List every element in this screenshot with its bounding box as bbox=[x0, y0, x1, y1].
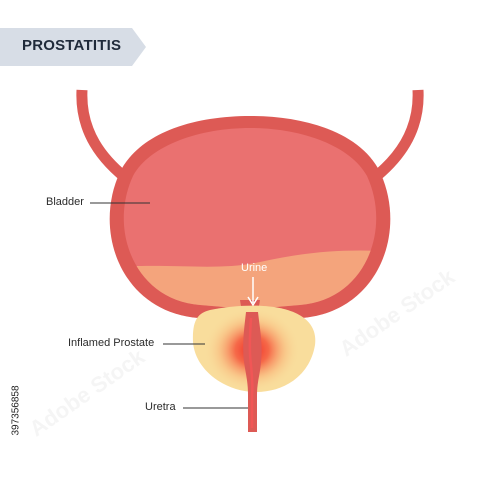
urine-arrow-head bbox=[247, 296, 259, 307]
urethra-lumen bbox=[248, 317, 254, 428]
page-title: PROSTATITIS bbox=[22, 37, 122, 54]
stock-id: 397356858 bbox=[10, 385, 22, 436]
inflamed-prostate-label: Inflamed Prostate bbox=[68, 337, 155, 349]
bladder-label: Bladder bbox=[46, 196, 84, 208]
urine-label: Urine bbox=[241, 262, 268, 274]
uretra-label: Uretra bbox=[145, 401, 176, 413]
urine-fill bbox=[123, 250, 377, 308]
title-banner: PROSTATITIS bbox=[0, 28, 146, 66]
